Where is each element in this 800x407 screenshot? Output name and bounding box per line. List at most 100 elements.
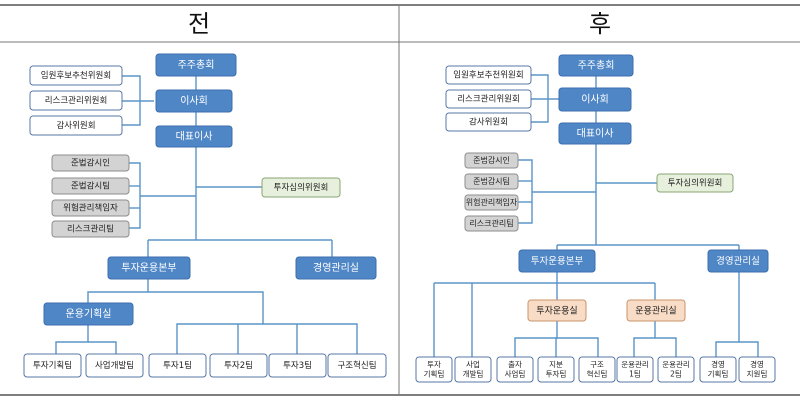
after-board: 이사회 xyxy=(558,87,632,112)
after-team-8-label: 경영 xyxy=(711,359,725,369)
after-team-6-label: 운용관리 xyxy=(621,359,649,369)
connector-line xyxy=(715,272,740,357)
before-ceo-box xyxy=(155,125,233,148)
after-compliance-team-box xyxy=(464,173,519,190)
before-team-1: 투자기획팀 xyxy=(23,353,82,378)
connector-line xyxy=(739,341,759,357)
before-team-4-label: 투자2팀 xyxy=(224,360,253,371)
before-invest-committee-label: 투자심의위원회 xyxy=(274,182,329,193)
after-team-4-label: 지분 xyxy=(549,360,563,369)
after-ceo-box xyxy=(558,122,632,145)
after-team-7-label: 운용관리 xyxy=(662,359,690,369)
before-office-planning-label: 운용기획실 xyxy=(66,308,112,320)
before-compliance-team-label: 준법감시팀 xyxy=(71,181,110,192)
before-compliance-officer: 준법감시인 xyxy=(51,154,130,172)
after-team-2-box xyxy=(454,356,492,383)
after-committee-risk: 리스크관리위원회 xyxy=(445,89,532,109)
before-committee-audit: 감사위원회 xyxy=(29,115,123,136)
after-committee-audit-box xyxy=(445,112,532,132)
before-team-5-label: 투자3팀 xyxy=(283,360,312,371)
after-team-5-label: 구조 xyxy=(590,360,604,369)
after-invest-committee-label: 투자심의위원회 xyxy=(668,178,723,189)
after-committee-nominee-label: 임원후보추천위원회 xyxy=(453,70,523,81)
before-team-3-box xyxy=(148,353,207,378)
before-gms-label: 주주총회 xyxy=(178,59,215,71)
after-team-1-label: 투자 xyxy=(427,360,441,369)
before-compliance-team: 준법감시팀 xyxy=(51,177,130,195)
after-office-ops-label: 운용관리실 xyxy=(635,305,676,316)
before-division-mgmt-box xyxy=(295,256,377,280)
before-ceo-label: 대표이사 xyxy=(176,131,213,143)
before-team-2: 사업개발팀 xyxy=(85,353,144,378)
before-board: 이사회 xyxy=(155,89,233,113)
before-team-6: 구조혁신팀 xyxy=(327,353,387,378)
after-ceo-label: 대표이사 xyxy=(577,128,614,140)
after-compliance-officer: 준법감시인 xyxy=(464,152,519,169)
after-team-5-box xyxy=(578,356,616,383)
after-office-invest-label: 투자운용실 xyxy=(536,305,577,316)
before-team-5: 투자3팀 xyxy=(268,353,327,378)
after-division-mgmt-box xyxy=(707,249,769,273)
after-team-6-box xyxy=(616,356,654,383)
before-committee-risk-box xyxy=(29,90,123,111)
before-team-5-box xyxy=(268,353,327,378)
before-division-invest-box xyxy=(107,256,191,280)
after-team-1-box xyxy=(415,356,453,383)
after-risk-officer: 위험관리책임자 xyxy=(464,194,519,211)
after-office-ops: 운용관리실 xyxy=(626,299,686,322)
connector-line xyxy=(55,324,89,354)
after-division-invest: 투자운용본부 xyxy=(518,249,596,273)
after-office-invest-box xyxy=(527,299,587,322)
before-office-planning: 운용기획실 xyxy=(43,302,134,326)
after-team-5: 구조혁신팀 xyxy=(578,356,616,383)
after-compliance-team: 준법감시팀 xyxy=(464,173,519,190)
before-compliance-team-box xyxy=(51,177,130,195)
connector-line xyxy=(263,323,358,354)
before-committee-nominee-box xyxy=(29,65,123,86)
after-team-8-box xyxy=(699,356,737,383)
before-team-4: 투자2팀 xyxy=(209,353,268,378)
before-office-planning-box xyxy=(43,302,134,326)
after-division-mgmt: 경영관리실 xyxy=(707,249,769,273)
after-gms-box xyxy=(558,54,634,77)
after-team-7-label: 2팀 xyxy=(670,370,682,379)
after-risk-team-box xyxy=(464,215,519,232)
connector-line xyxy=(148,291,264,354)
after-team-1: 투자기획팀 xyxy=(415,356,453,383)
after-team-4-label: 투자팀 xyxy=(546,370,567,379)
after-team-9-label: 경영 xyxy=(750,359,764,369)
before-ceo: 대표이사 xyxy=(155,125,233,148)
after-risk-officer-box xyxy=(464,194,519,211)
before-team-3: 투자1팀 xyxy=(148,353,207,378)
after-committee-nominee: 임원후보추천위원회 xyxy=(445,65,532,85)
before-team-6-box xyxy=(327,353,387,378)
before-team-1-box xyxy=(23,353,82,378)
before-team-2-box xyxy=(85,353,144,378)
before-team-3-label: 투자1팀 xyxy=(163,360,192,371)
before-division-invest-label: 투자운용본부 xyxy=(121,262,176,274)
after-invest-committee-box xyxy=(656,173,734,193)
connector-line xyxy=(518,159,533,224)
before-committee-risk: 리스크관리위원회 xyxy=(29,90,123,111)
connector-line xyxy=(514,321,558,357)
after-office-invest: 투자운용실 xyxy=(527,299,587,322)
connector-line xyxy=(557,337,599,357)
connector-line xyxy=(633,321,656,357)
before-board-box xyxy=(155,89,233,113)
connector-line xyxy=(555,337,557,357)
before-compliance-officer-box xyxy=(51,154,130,172)
before-committee-risk-label: 리스크관리위원회 xyxy=(45,95,108,106)
after-team-2: 사업개발팀 xyxy=(454,356,492,383)
after-division-invest-box xyxy=(518,249,596,273)
after-invest-committee: 투자심의위원회 xyxy=(656,173,734,193)
after-team-6-label: 1팀 xyxy=(629,370,641,379)
before-team-6-label: 구조혁신팀 xyxy=(337,360,376,371)
before-committee-audit-label: 감사위원회 xyxy=(56,120,95,131)
after-committee-audit-label: 감사위원회 xyxy=(469,117,508,128)
